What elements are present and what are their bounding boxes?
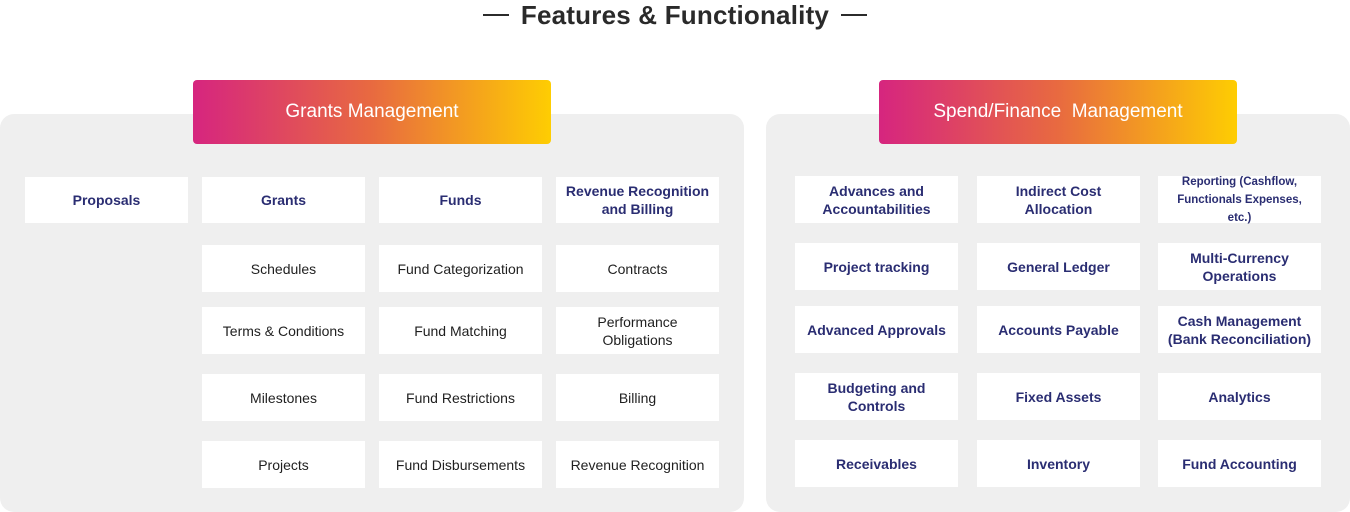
card-general-ledger: General Ledger: [977, 243, 1140, 290]
card-multi-currency-operations: Multi-Currency Operations: [1158, 243, 1321, 290]
card-accounts-payable: Accounts Payable: [977, 306, 1140, 353]
card-advanced-approvals: Advanced Approvals: [795, 306, 958, 353]
card-schedules: Schedules: [202, 245, 365, 292]
card-grants: Grants: [202, 177, 365, 223]
card-project-tracking: Project tracking: [795, 243, 958, 290]
card-milestones: Milestones: [202, 374, 365, 421]
card-reporting: Reporting (Cashflow, Functionals Expense…: [1158, 176, 1321, 224]
card-cash-management: Cash Management (Bank Reconciliation): [1158, 306, 1321, 353]
card-funds: Funds: [379, 177, 542, 223]
card-fund-restrictions: Fund Restrictions: [379, 374, 542, 421]
card-inventory: Inventory: [977, 440, 1140, 487]
title-dash-right: [841, 14, 868, 16]
card-revenue-recognition: Revenue Recognition: [556, 441, 719, 488]
card-performance-obligations: Performance Obligations: [556, 307, 719, 354]
title-dash-left: [482, 14, 509, 16]
card-fund-matching: Fund Matching: [379, 307, 542, 354]
page-title: Features & Functionality: [520, 0, 830, 30]
card-budgeting-controls: Budgeting and Controls: [795, 373, 958, 420]
card-indirect-cost-allocation: Indirect Cost Allocation: [977, 176, 1140, 223]
spend-header: Spend/Finance Management: [879, 80, 1237, 144]
card-proposals: Proposals: [25, 177, 188, 223]
card-fixed-assets: Fixed Assets: [977, 373, 1140, 420]
page-title-row: Features & Functionality: [0, 0, 1350, 30]
card-receivables: Receivables: [795, 440, 958, 487]
card-analytics: Analytics: [1158, 373, 1321, 420]
card-terms-conditions: Terms & Conditions: [202, 307, 365, 354]
card-contracts: Contracts: [556, 245, 719, 292]
card-billing: Billing: [556, 374, 719, 421]
card-projects: Projects: [202, 441, 365, 488]
card-fund-categorization: Fund Categorization: [379, 245, 542, 292]
card-fund-disbursements: Fund Disbursements: [379, 441, 542, 488]
card-fund-accounting: Fund Accounting: [1158, 440, 1321, 487]
grants-header: Grants Management: [193, 80, 551, 144]
card-advances-accountabilities: Advances and Accountabilities: [795, 176, 958, 223]
card-revenue-recognition-billing: Revenue Recognition and Billing: [556, 177, 719, 223]
